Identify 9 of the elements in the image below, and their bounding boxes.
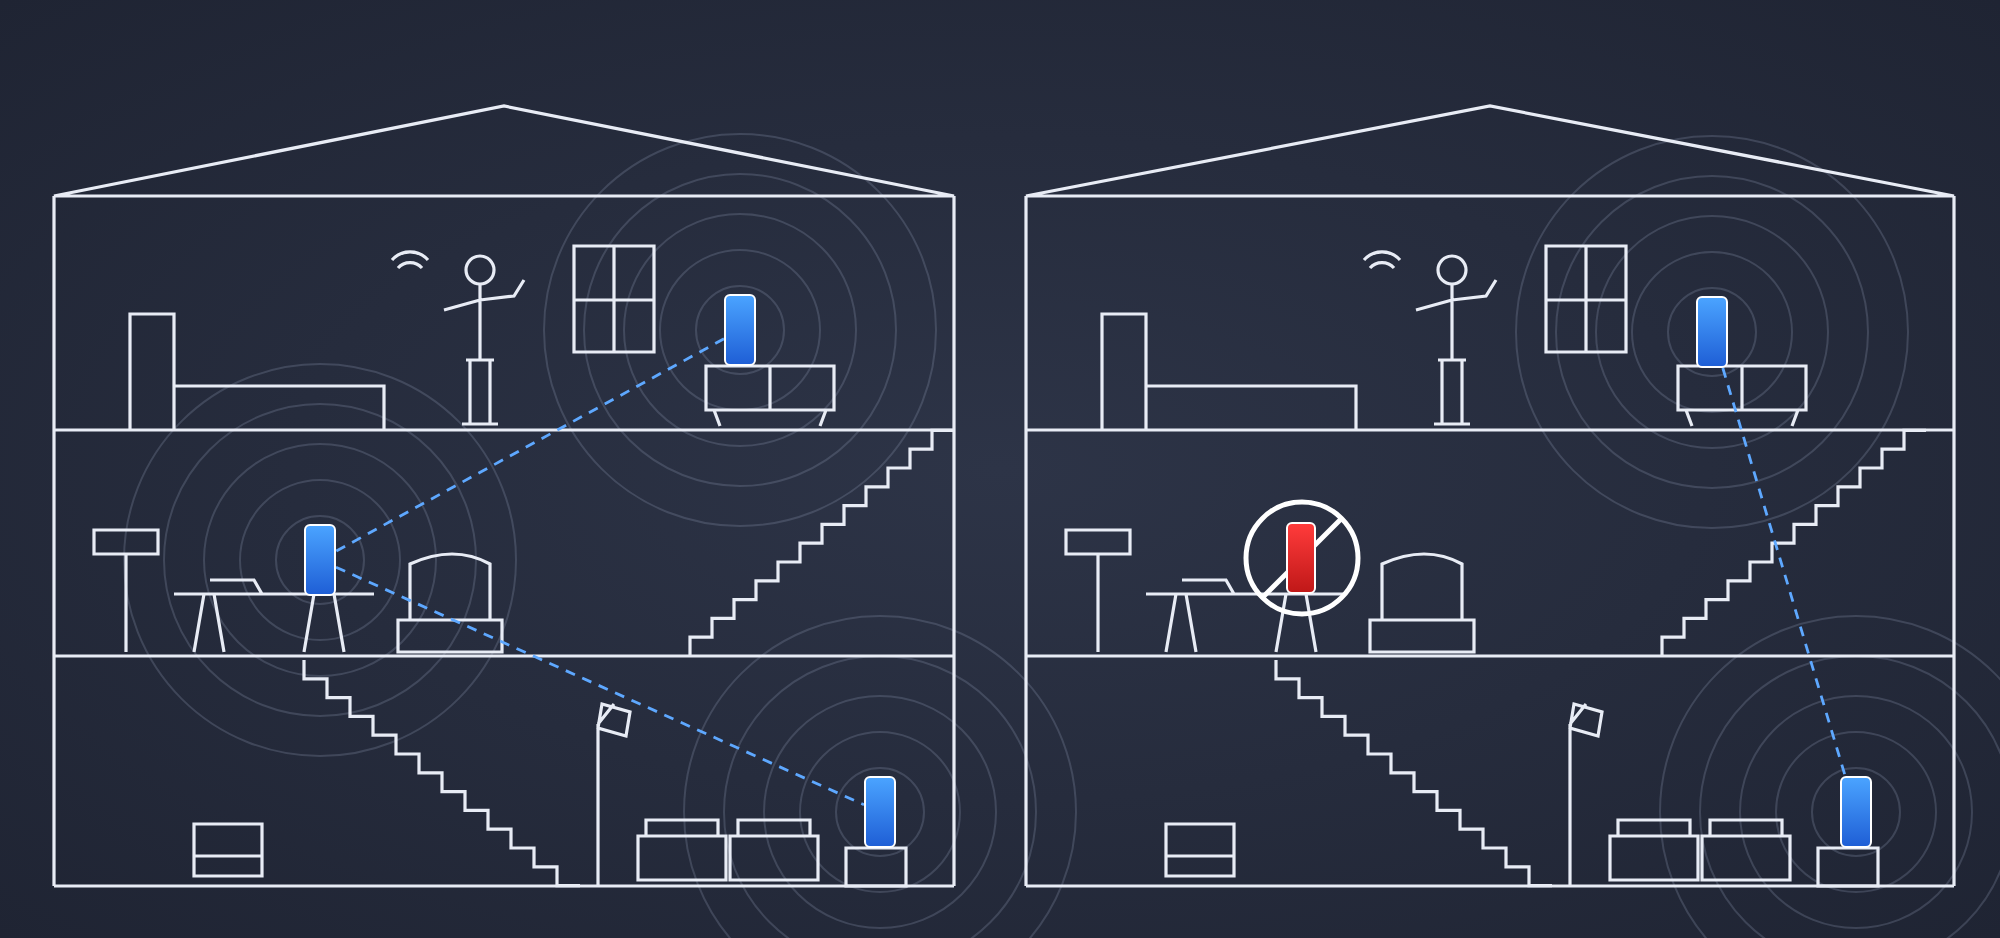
mesh-router bbox=[304, 524, 336, 596]
mesh-router bbox=[864, 776, 896, 848]
mesh-router bbox=[1840, 776, 1872, 848]
mesh-router bbox=[1696, 296, 1728, 368]
dashed-link-line bbox=[335, 565, 865, 807]
failed-router bbox=[1286, 522, 1316, 594]
mesh-router bbox=[724, 294, 756, 366]
dashed-link-line bbox=[335, 337, 725, 553]
dashed-link-line bbox=[1721, 367, 1847, 777]
